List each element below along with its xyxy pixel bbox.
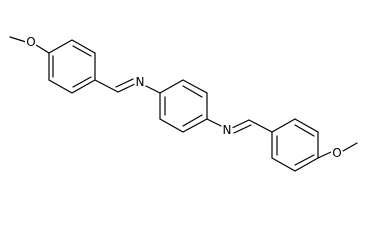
bond-o-methyl-right xyxy=(342,142,358,152)
benzene-ring-center xyxy=(159,79,208,133)
bond-ch-n-left-double xyxy=(115,78,134,88)
benzene-ring-left xyxy=(48,39,96,94)
atom-o-right: O xyxy=(331,146,343,160)
bond-n-ch-right-double xyxy=(233,124,252,134)
bond-ch-n-left xyxy=(117,83,136,93)
svg-text:N: N xyxy=(136,75,145,89)
structure-diagram: O N N O xyxy=(9,35,358,172)
bond-ring-o-right xyxy=(317,151,332,159)
atom-n-left: N xyxy=(134,75,146,89)
atom-n-right: N xyxy=(221,123,233,137)
bond-ring-n-right xyxy=(206,118,222,127)
svg-text:O: O xyxy=(26,35,35,49)
atom-o-left: O xyxy=(25,35,37,49)
bond-n-ch-right xyxy=(231,119,250,129)
bond-ch-ring-right xyxy=(248,119,273,133)
bond-methyl-o-left xyxy=(9,36,27,43)
molecule-canvas: O N N O xyxy=(9,35,358,172)
bond-o-ring-left xyxy=(35,44,50,54)
svg-text:O: O xyxy=(332,146,341,160)
svg-text:N: N xyxy=(223,123,232,137)
bond-n-ring-center xyxy=(145,85,161,94)
bond-ring-ch-left xyxy=(94,79,119,93)
benzene-ring-right xyxy=(271,118,319,172)
